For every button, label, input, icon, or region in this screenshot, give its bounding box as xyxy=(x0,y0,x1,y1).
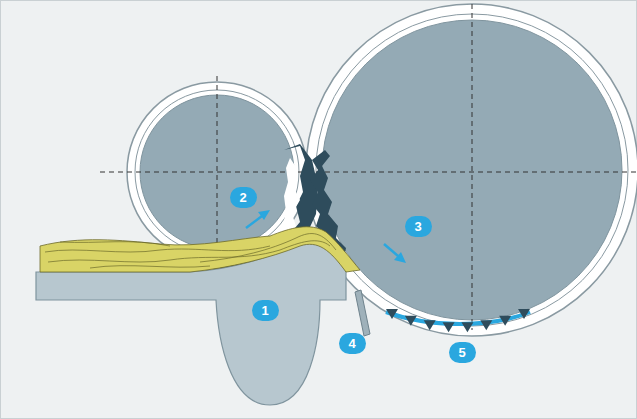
grid-tooth xyxy=(518,309,530,319)
rotation-arrows xyxy=(246,210,406,263)
saw-cylinder xyxy=(306,4,637,336)
grid-tooth xyxy=(405,316,417,326)
grid-tooth xyxy=(461,322,473,332)
callout-number: 3 xyxy=(405,216,432,237)
grid-tooth xyxy=(424,320,436,330)
callout-number: 5 xyxy=(449,342,476,363)
grid-tooth xyxy=(480,320,492,330)
callout-number: 2 xyxy=(230,187,257,208)
grid-tooth xyxy=(443,322,455,332)
cotton-fibre xyxy=(40,227,360,272)
callout-number: 1 xyxy=(252,300,279,321)
grid-tooth xyxy=(386,309,398,319)
grid-tooth xyxy=(499,316,511,326)
knife xyxy=(355,290,370,336)
grid-bars xyxy=(386,309,530,332)
callout-number: 4 xyxy=(339,333,366,354)
fibre-strands xyxy=(45,234,336,268)
